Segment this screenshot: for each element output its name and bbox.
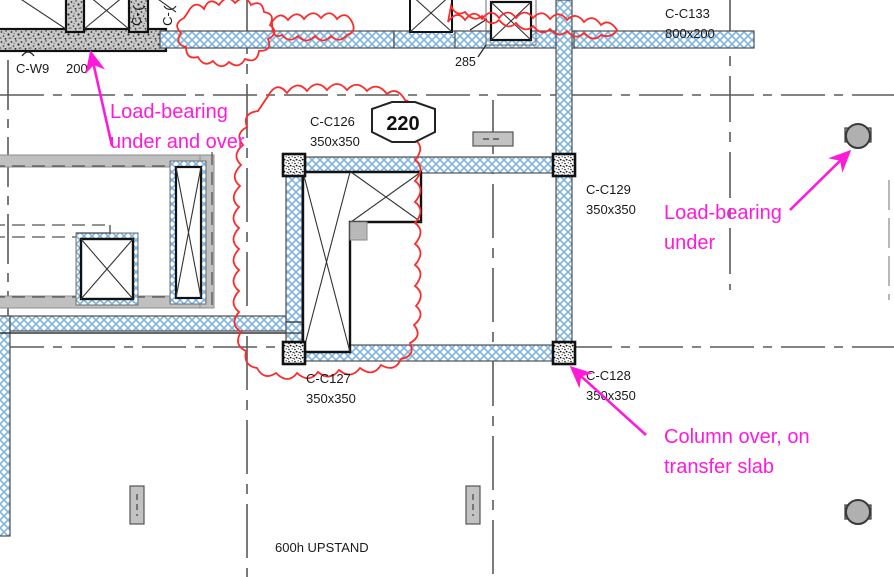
left-slab-block bbox=[0, 152, 215, 310]
annotation-column-over-transfer-slab: Column over, on transfer slab bbox=[569, 365, 810, 478]
label-cc129-tag: C-C129 bbox=[586, 182, 631, 197]
circular-column-lower bbox=[844, 499, 872, 525]
revision-clouds bbox=[176, 0, 619, 380]
label-cc127-tag: C-C127 bbox=[306, 371, 351, 386]
label-cc126-size: 350x350 bbox=[310, 134, 360, 149]
label-cc128-size: 350x350 bbox=[586, 388, 636, 403]
slab-thickness-tag: 220 bbox=[371, 101, 436, 143]
concrete-wall-cw9: C- C- bbox=[0, 0, 177, 53]
dim-285-label: 285 bbox=[455, 55, 476, 69]
annotation-2-line-1: Load-bearing bbox=[664, 202, 782, 224]
circular-column-upper bbox=[844, 123, 872, 149]
central-core bbox=[281, 152, 577, 366]
annotation-load-bearing-under: Load-bearing under bbox=[664, 149, 852, 254]
slab-thickness-value: 220 bbox=[386, 113, 419, 135]
annotation-2-line-2: under bbox=[664, 232, 715, 254]
label-cc129-size: 350x350 bbox=[586, 202, 636, 217]
label-cc126-tag: C-C126 bbox=[310, 114, 355, 129]
label-cw9-tag: C-W9 bbox=[16, 61, 49, 76]
annotation-load-bearing-under-and-over: Load-bearing under and over bbox=[85, 49, 245, 153]
blockwork-walls-top bbox=[159, 0, 755, 173]
blockwork-wall-mid bbox=[0, 315, 293, 537]
annotation-3-line-2: transfer slab bbox=[664, 456, 774, 478]
label-cc127-size: 350x350 bbox=[306, 391, 356, 406]
label-cc133-tag: C-C133 bbox=[665, 6, 710, 21]
top-framed-openings: 285 bbox=[409, 0, 537, 69]
svg-text:C-: C- bbox=[129, 12, 144, 26]
svg-text:C-: C- bbox=[160, 12, 175, 26]
label-600h-upstand: 600h UPSTAND bbox=[275, 540, 369, 555]
annotation-1-line-2: under and over bbox=[110, 131, 245, 153]
label-cc128-tag: C-C128 bbox=[586, 368, 631, 383]
annotation-1-line-1: Load-bearing bbox=[110, 101, 228, 123]
downstand-marks bbox=[129, 131, 514, 525]
label-cw9-size: 200 bbox=[66, 61, 88, 76]
annotation-3-line-1: Column over, on bbox=[664, 426, 810, 448]
label-cc133-size: 800x200 bbox=[665, 26, 715, 41]
column-nodes bbox=[281, 152, 577, 366]
